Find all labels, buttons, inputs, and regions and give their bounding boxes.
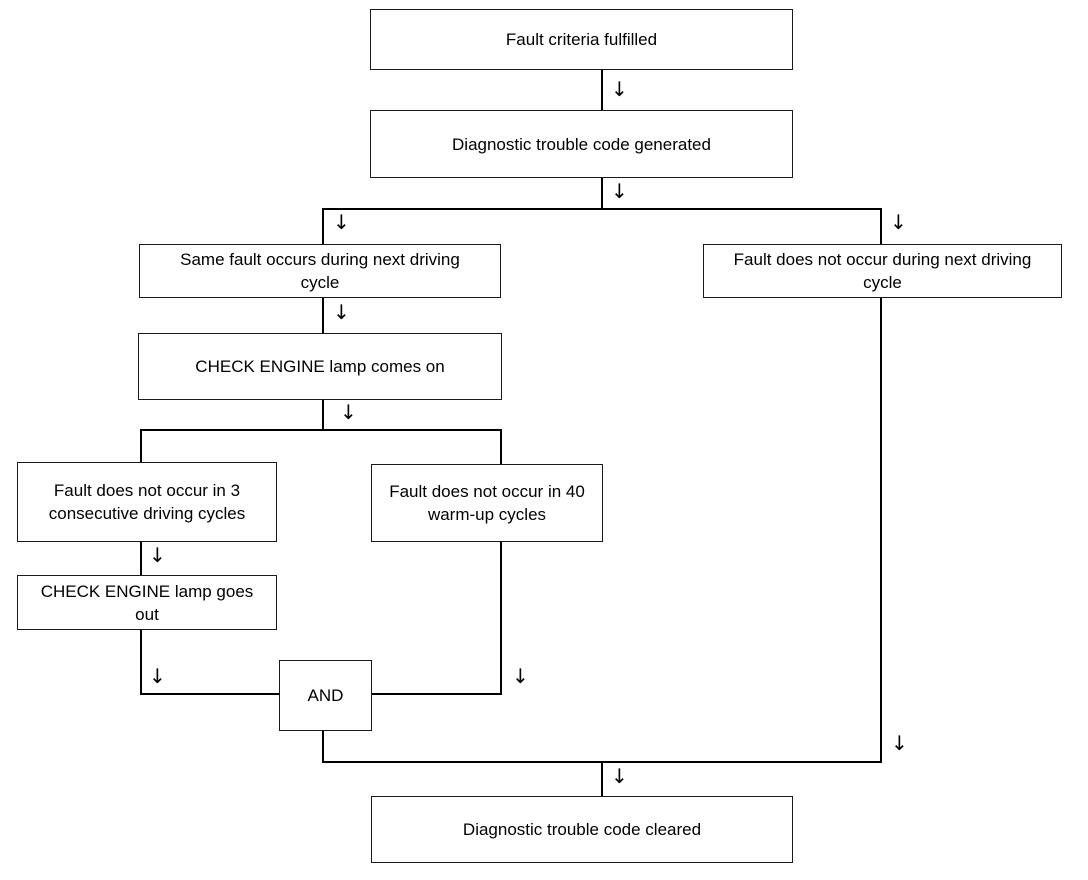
no-fault-3-cycles-label: Fault does not occur in 3 consecutive dr… (48, 481, 246, 523)
connector-line (322, 297, 324, 333)
no-fault-40-cycles-label: Fault does not occur in 40 warm-up cycle… (389, 482, 585, 524)
connector-line (500, 429, 502, 464)
down-arrow-icon: ↓ (611, 179, 628, 203)
dtc-cleared-label: Diagnostic trouble code cleared (462, 820, 702, 839)
down-arrow-icon: ↓ (149, 664, 166, 688)
connector-line (371, 693, 502, 695)
down-arrow-icon: ↓ (611, 77, 628, 101)
dtc-generated-box: Diagnostic trouble code generated (370, 110, 793, 178)
connector-line (140, 429, 502, 431)
connector-line (601, 177, 603, 210)
no-fault-3-cycles-box: Fault does not occur in 3 consecutive dr… (17, 462, 277, 542)
down-arrow-icon: ↓ (333, 300, 350, 324)
fault-criteria-label: Fault criteria fulfilled (505, 30, 658, 49)
connector-line (601, 761, 603, 796)
connector-line (140, 429, 142, 462)
connector-line (322, 208, 882, 210)
fault-criteria-box: Fault criteria fulfilled (370, 9, 793, 70)
down-arrow-icon: ↓ (333, 210, 350, 234)
same-fault-box: Same fault occurs during next driving cy… (139, 244, 501, 298)
check-engine-on-box: CHECK ENGINE lamp comes on (138, 333, 502, 400)
connector-line (140, 693, 280, 695)
dtc-cleared-box: Diagnostic trouble code cleared (371, 796, 793, 863)
connector-line (500, 541, 502, 695)
connector-line (880, 208, 882, 244)
no-fault-next-cycle-box: Fault does not occur during next driving… (703, 244, 1062, 298)
down-arrow-icon: ↓ (611, 764, 628, 788)
down-arrow-icon: ↓ (340, 400, 357, 424)
no-fault-40-cycles-box: Fault does not occur in 40 warm-up cycle… (371, 464, 603, 542)
no-fault-next-cycle-label: Fault does not occur during next driving… (733, 250, 1032, 292)
down-arrow-icon: ↓ (149, 543, 166, 567)
connector-line (322, 399, 324, 431)
connector-line (140, 541, 142, 575)
connector-line (322, 730, 324, 763)
and-gate-label: AND (307, 686, 344, 705)
connector-line (880, 297, 882, 763)
down-arrow-icon: ↓ (890, 210, 907, 234)
connector-line (140, 629, 142, 695)
and-gate-box: AND (279, 660, 372, 731)
dtc-generated-label: Diagnostic trouble code generated (452, 134, 711, 154)
same-fault-label: Same fault occurs during next driving cy… (180, 250, 460, 292)
down-arrow-icon: ↓ (891, 731, 908, 755)
check-engine-out-box: CHECK ENGINE lamp goes out (17, 575, 277, 630)
down-arrow-icon: ↓ (512, 664, 529, 688)
connector-line (322, 208, 324, 244)
check-engine-out-label: CHECK ENGINE lamp goes out (40, 581, 254, 624)
connector-line (601, 69, 603, 110)
check-engine-on-label: CHECK ENGINE lamp comes on (195, 357, 445, 376)
